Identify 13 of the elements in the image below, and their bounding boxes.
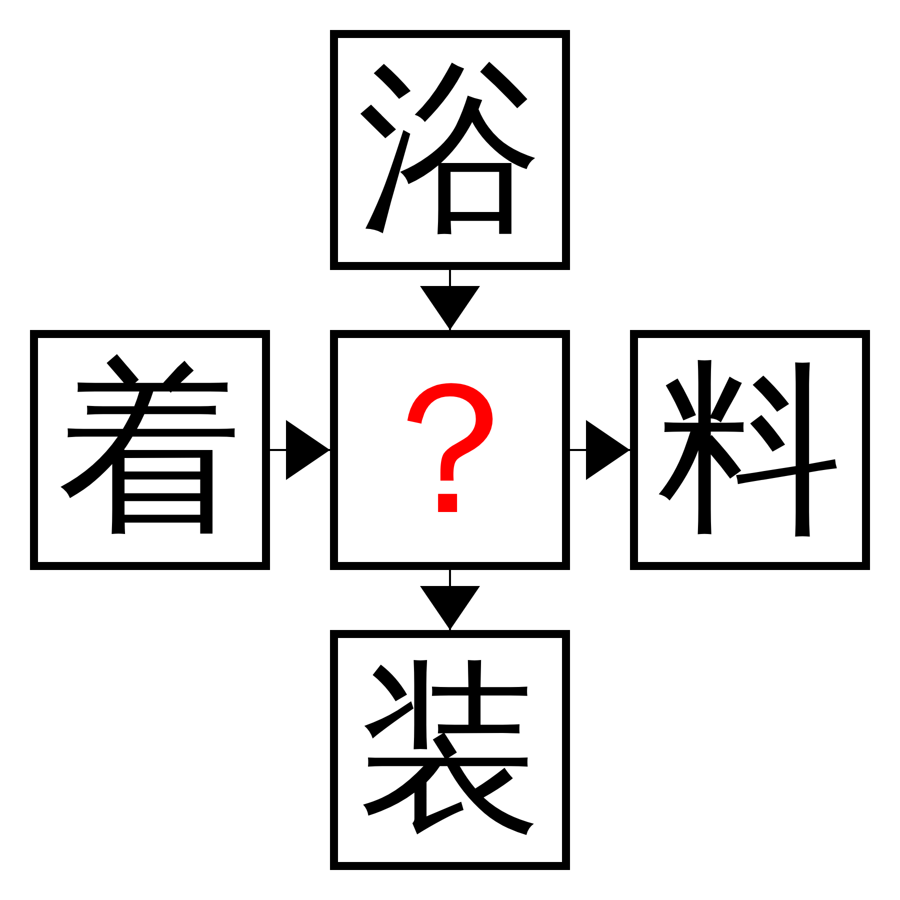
character-box — [330, 630, 570, 870]
question-mark: ？ — [358, 358, 542, 542]
arrow — [420, 270, 480, 330]
character-box — [330, 330, 570, 570]
arrow — [570, 420, 630, 480]
kanji-character: 料 — [658, 358, 842, 542]
kanji-character: 装 — [358, 658, 542, 842]
character-box — [630, 330, 870, 570]
kanji-character: 浴 — [358, 58, 542, 242]
arrow — [270, 420, 330, 480]
character-box — [330, 30, 570, 270]
character-box — [30, 330, 270, 570]
arrow — [420, 570, 480, 630]
